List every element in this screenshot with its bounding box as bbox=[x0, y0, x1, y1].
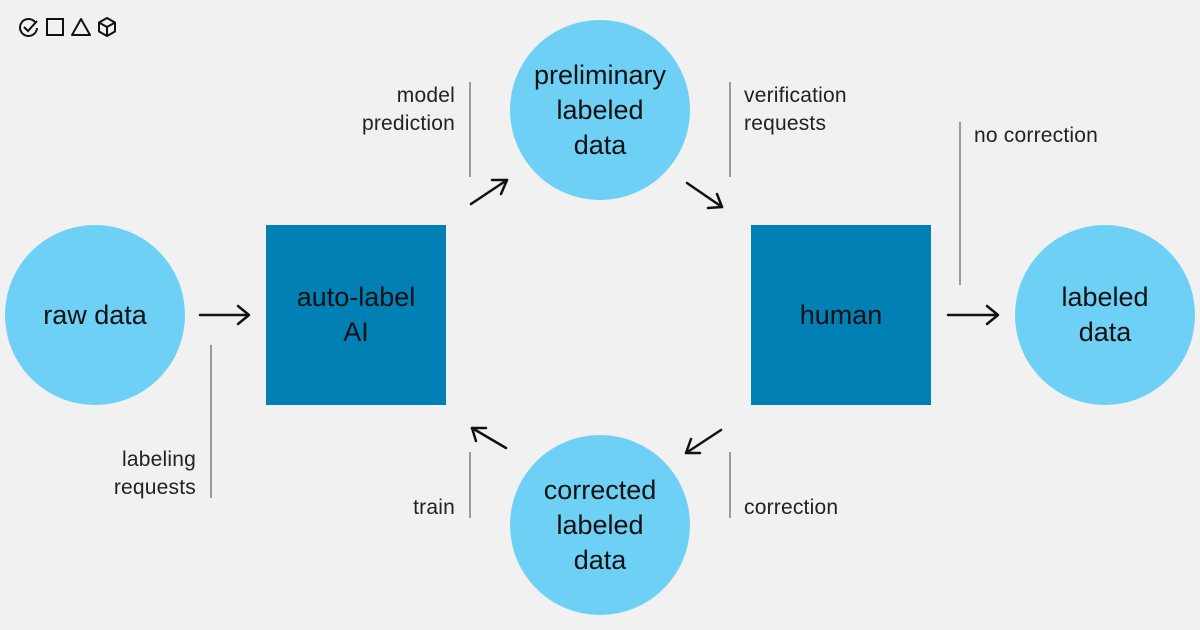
node-auto-label-ai: auto-label AI bbox=[266, 225, 446, 405]
arrow-human-to-corrected bbox=[684, 428, 723, 455]
connector-no-correction bbox=[959, 122, 961, 285]
connector-model-prediction bbox=[469, 82, 471, 177]
label-correction: correction bbox=[744, 496, 839, 519]
connector-correction bbox=[729, 452, 731, 518]
arrow-raw-to-ai bbox=[198, 304, 251, 326]
square-icon bbox=[46, 18, 64, 36]
label-no-correction: no correction bbox=[974, 124, 1098, 147]
cube-icon bbox=[98, 17, 116, 37]
node-human: human bbox=[751, 225, 931, 405]
connector-verification-requests bbox=[729, 82, 731, 177]
logo bbox=[18, 16, 118, 38]
node-corrected-labeled-data: corrected labeled data bbox=[510, 435, 690, 615]
connector-labeling-requests bbox=[210, 345, 212, 498]
check-circle-icon bbox=[19, 18, 38, 37]
label-train: train bbox=[413, 496, 455, 519]
node-raw-data: raw data bbox=[5, 225, 185, 405]
connector-train bbox=[469, 452, 471, 518]
arrow-corrected-to-ai bbox=[470, 426, 508, 450]
arrow-human-to-labeled bbox=[946, 304, 1000, 326]
arrow-preliminary-to-human bbox=[685, 181, 724, 210]
node-labeled-data: labeled data bbox=[1015, 225, 1195, 405]
node-preliminary-labeled-data: preliminary labeled data bbox=[510, 20, 690, 200]
label-verification-requests: verification requests bbox=[744, 84, 847, 135]
triangle-icon bbox=[71, 18, 91, 36]
label-model-prediction: model prediction bbox=[361, 84, 455, 135]
arrow-ai-to-preliminary bbox=[469, 178, 509, 206]
label-labeling-requests: labeling requests bbox=[113, 448, 196, 499]
